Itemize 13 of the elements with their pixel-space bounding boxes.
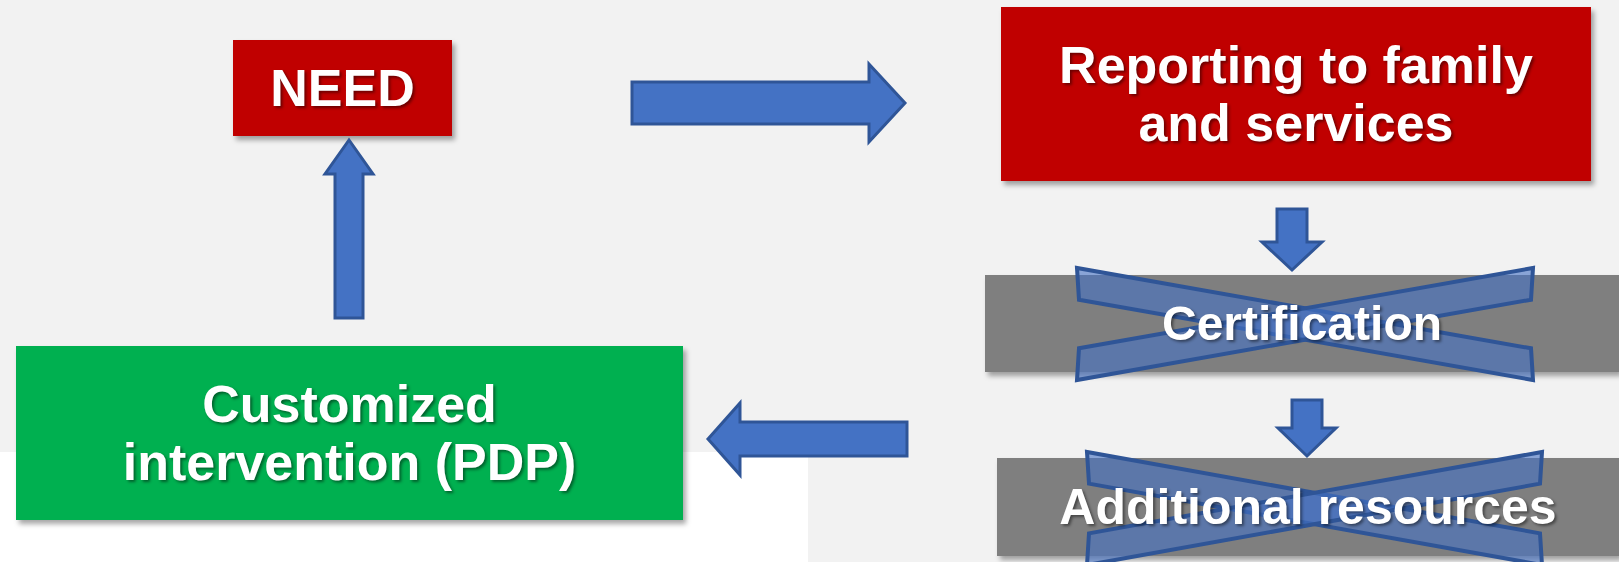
box-label: Customized intervention (PDP) <box>121 374 578 492</box>
process-box <box>1001 7 1591 181</box>
box-label: Certification <box>1162 296 1442 351</box>
block-arrow <box>1274 398 1340 459</box>
block-arrow <box>322 137 376 320</box>
process-box <box>233 40 452 136</box>
block-arrow <box>1258 207 1326 273</box>
block-arrow <box>630 60 908 146</box>
process-box <box>16 346 683 520</box>
process-box <box>985 275 1619 372</box>
box-label: Reporting to family and services <box>1058 35 1534 153</box>
box-label: NEED <box>270 58 415 118</box>
block-arrow <box>706 399 909 479</box>
